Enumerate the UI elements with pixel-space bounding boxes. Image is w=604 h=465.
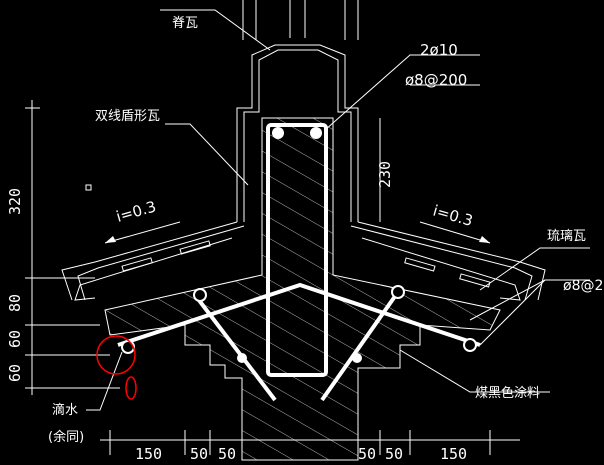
leader-lines [86,9,590,411]
slope-arrows [104,221,491,244]
main-rebar-label: 2ø10 [420,41,458,59]
dimension-lines-bottom [100,430,520,455]
stirrup-label: ø8@200 [405,71,467,89]
glazed-tile-label: 琉璃瓦 [547,229,586,244]
dim-bottom-1: 150 [135,445,162,463]
roof-tiles [61,221,546,301]
dim-230: 230 [376,161,394,188]
coal-black-paint-label: 煤黑色涂料 [475,385,540,401]
ridge-tile-shape [236,44,359,222]
dim-80: 80 [6,294,24,312]
dimension-lines-left [25,100,381,395]
dim-bottom-4: 50 [358,445,376,463]
slope-left-label: i=0.3 [114,197,158,225]
drip-label: 滴水 [52,402,78,418]
dim-320: 320 [6,188,24,215]
drip-note-label: (余同) [48,429,84,445]
red-markup [96,335,137,400]
rebar [117,123,481,402]
dim-bottom-2: 50 [190,445,208,463]
dim-60a: 60 [6,330,24,348]
column-lines [242,0,359,40]
shield-tile-label: 双线盾形瓦 [95,109,160,124]
dim-bottom-3: 50 [218,445,236,463]
dim-bottom-5: 50 [385,445,403,463]
rebar-right-label: ø8@2 [563,278,603,294]
ridge-tile-label: 脊瓦 [172,16,198,31]
slope-right-label: i=0.3 [431,202,475,230]
dim-bottom-6: 150 [440,445,467,463]
dim-60b: 60 [6,364,24,382]
